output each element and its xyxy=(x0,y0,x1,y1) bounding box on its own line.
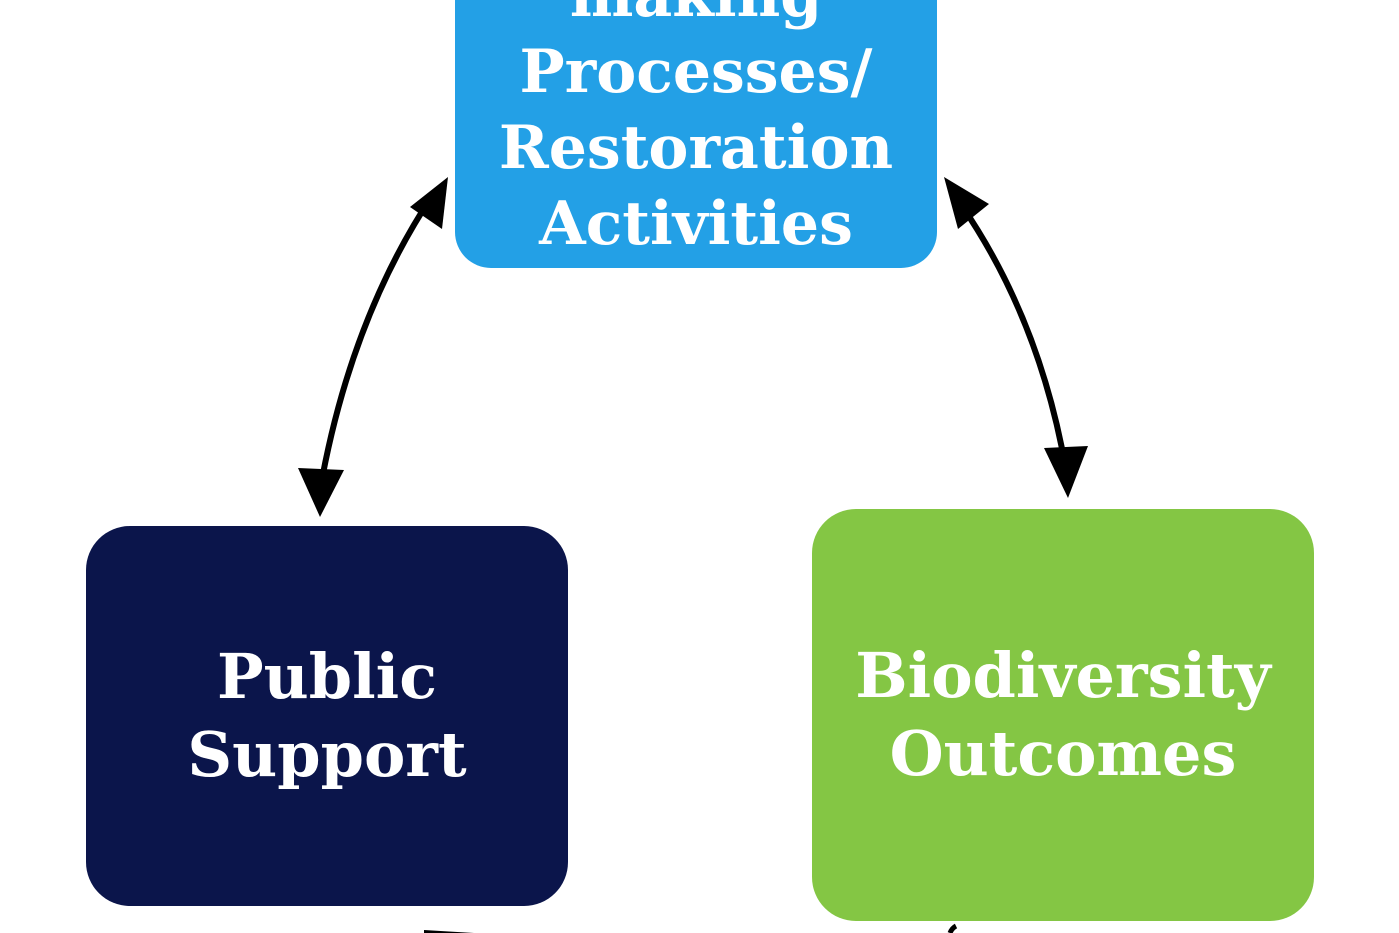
node-top-line-2: Processes/ xyxy=(519,37,873,107)
arrowhead-top-left xyxy=(410,177,448,229)
arrowhead-right-bottom xyxy=(1044,446,1088,498)
node-right-line-2: Outcomes xyxy=(889,717,1237,790)
node-top-line-3: Restoration xyxy=(498,113,894,183)
public-support-node: Public Support xyxy=(86,526,568,906)
arrow-top-to-left xyxy=(317,194,435,491)
arrow-bottom-right-stub xyxy=(947,923,958,933)
biodiversity-outcomes-node: Biodiversity Outcomes xyxy=(812,509,1314,921)
node-top-line-4: Activities xyxy=(539,189,853,259)
arrowhead-left-bottom xyxy=(298,468,344,517)
decision-making-node: making Processes/ Restoration Activities xyxy=(455,0,937,268)
node-top-line-1: making xyxy=(570,0,822,34)
node-right-line-1: Biodiversity xyxy=(855,639,1271,712)
node-left-line-2: Support xyxy=(187,718,467,791)
node-left-line-1: Public xyxy=(217,640,437,713)
arrowhead-top-right xyxy=(944,177,989,229)
arrow-top-to-right xyxy=(959,204,1069,471)
